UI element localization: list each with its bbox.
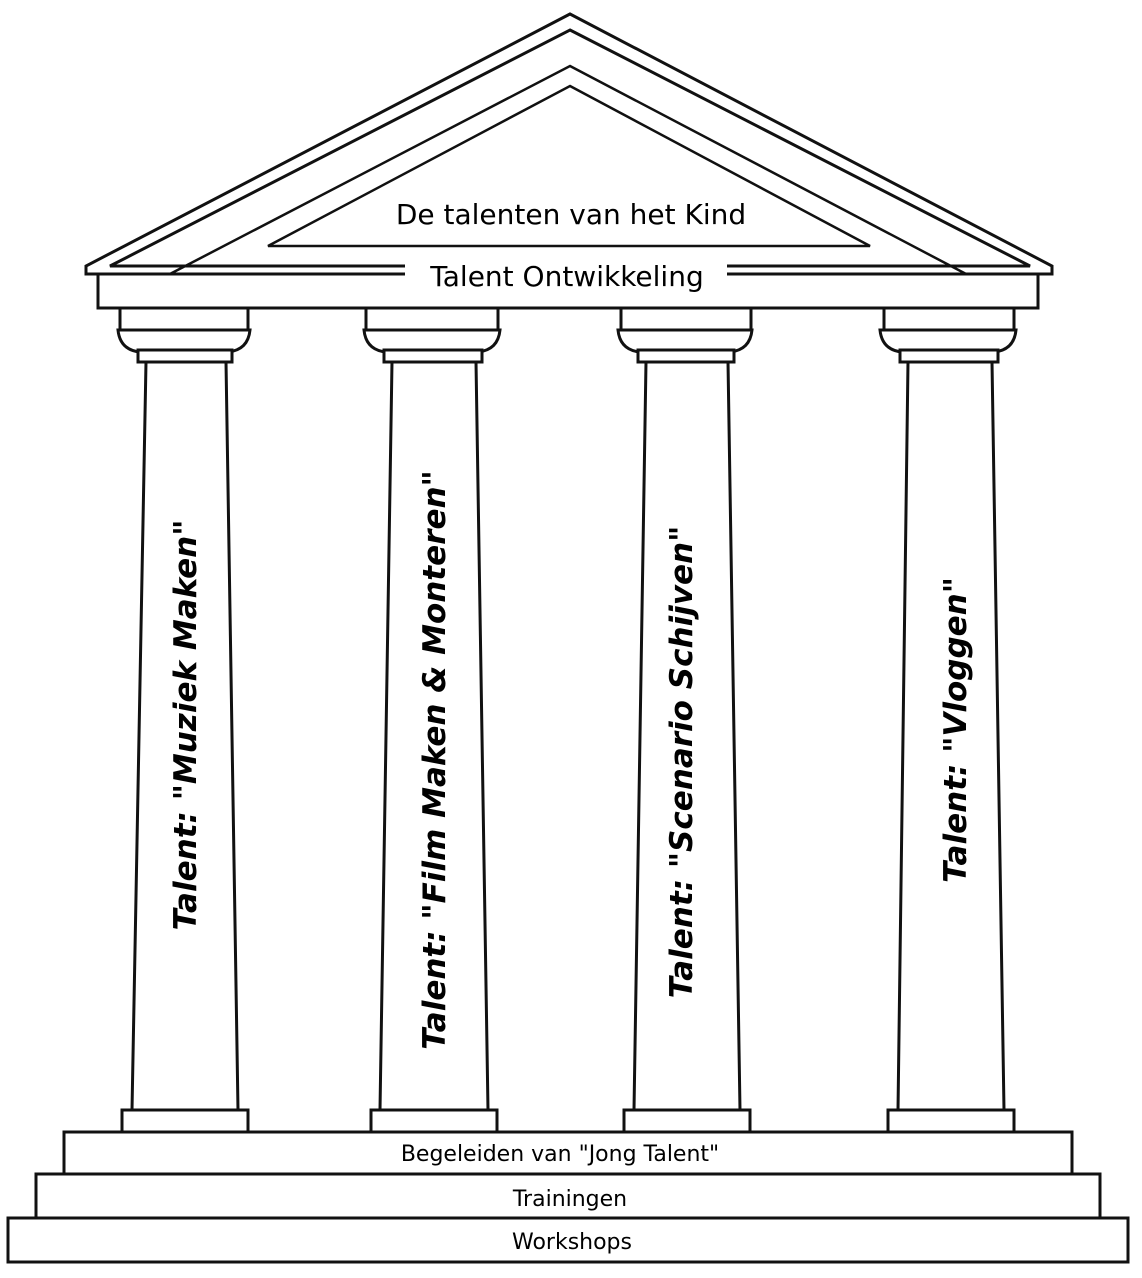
- step-middle: [34, 1172, 1102, 1220]
- step-label-trainingen: Trainingen: [512, 1187, 627, 1212]
- pediment-inner-triangle: [267, 84, 871, 248]
- pediment-title: De talenten van het Kind: [396, 198, 746, 231]
- subtitle-backdrop: [405, 256, 727, 292]
- step-label-begeleiden: Begeleiden van "Jong Talent": [401, 1142, 719, 1167]
- step-bottom: [6, 1216, 1130, 1264]
- step-top: [62, 1130, 1074, 1176]
- column-label: Talent: "Vloggen": [938, 577, 974, 883]
- column-muziek-maken: Talent: "Muziek Maken": [116, 306, 252, 1134]
- columns: Talent: "Muziek Maken" Talent: "Film Mak…: [116, 306, 1018, 1134]
- column-vloggen: Talent: "Vloggen": [878, 306, 1018, 1134]
- pediment: De talenten van het Kind Talent Ontwikke…: [84, 12, 1054, 310]
- column-film-maken: Talent: "Film Maken & Monteren": [362, 306, 502, 1134]
- pediment-subtitle: Talent Ontwikkeling: [429, 260, 703, 293]
- column-label: Talent: "Scenario Schijven": [664, 526, 700, 998]
- step-label-workshops: Workshops: [512, 1230, 632, 1255]
- steps: Begeleiden van "Jong Talent" Trainingen …: [6, 1130, 1130, 1264]
- column-label: Talent: "Muziek Maken": [168, 520, 204, 931]
- column-label: Talent: "Film Maken & Monteren": [417, 470, 453, 1049]
- column-scenario-schijven: Talent: "Scenario Schijven": [616, 306, 754, 1134]
